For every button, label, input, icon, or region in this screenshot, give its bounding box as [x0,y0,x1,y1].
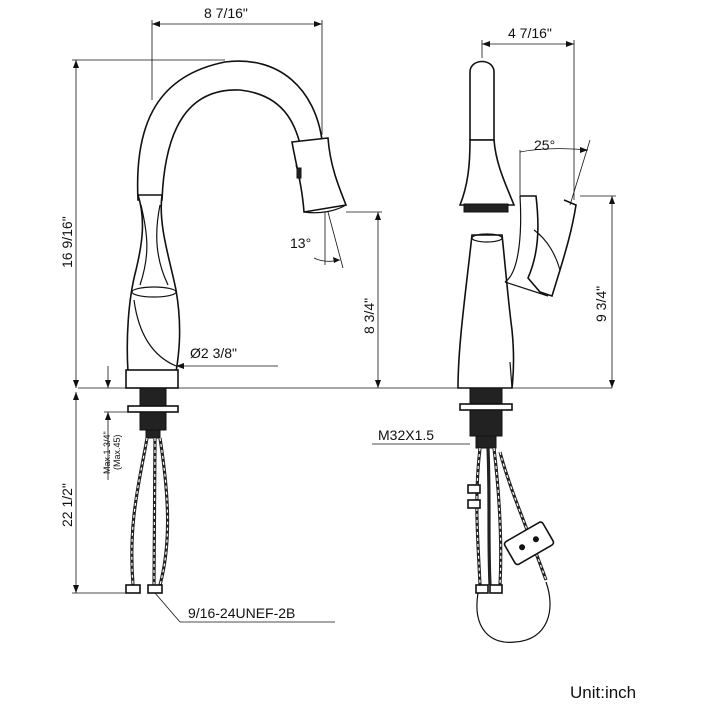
unit-label: Unit:inch [570,683,636,702]
hose-weight [503,521,555,566]
side-hose [486,447,492,586]
hose-nut [147,584,163,594]
side-faucet-body [457,234,515,389]
side-handle [520,195,577,298]
side-spout [469,60,495,141]
hose-loop [476,581,551,643]
base-diameter-label: Ø2 3/8" [190,345,237,361]
mount-thread-label: M32X1.5 [378,427,434,443]
spray-angle-label: 13° [290,235,311,251]
side-view: 25° 4 7/16" 9 3/4" M32X1.5 [372,25,616,643]
front-view: 8 7/16" 16 9/16" 8 3/4" 13° Ø2 3/8" 22 1… [59,5,612,623]
spray-face [463,203,509,213]
front-faucet-body [126,194,181,373]
side-spray-head [458,139,516,206]
max-thickness-label: Max.1 3/4" [102,431,112,474]
width-dimension-label: 8 7/16" [204,5,248,21]
height-dimension-label: 16 9/16" [59,216,75,268]
front-hose-right [158,437,170,586]
shank-length-label: 22 1/2" [59,483,75,527]
spout-height-dimension-label: 8 3/4" [361,298,377,334]
hose-thread-label: 9/16-24UNEF-2B [188,605,295,621]
max-thickness-metric-label: (Max.45) [112,434,122,470]
hose-nut [125,584,141,594]
handle-height-label: 9 3/4" [593,286,609,322]
handle-angle-label: 25° [534,137,555,153]
reach-dimension-label: 4 7/16" [508,25,552,41]
